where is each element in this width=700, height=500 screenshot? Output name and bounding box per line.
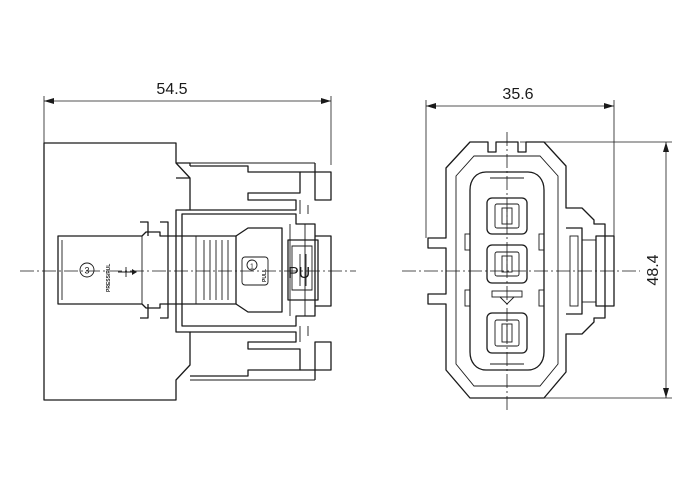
step-one-mark: 1 PULL bbox=[241, 256, 269, 286]
front-nose bbox=[315, 235, 332, 307]
side-view: 54.5 bbox=[20, 81, 356, 401]
terminal-cavity-middle bbox=[486, 244, 528, 284]
terminal-cavity-top bbox=[486, 197, 528, 235]
terminal-mark-text: PU bbox=[288, 265, 310, 282]
side-width-dimension: 54.5 bbox=[43, 81, 332, 165]
front-right-lock bbox=[566, 227, 606, 315]
front-width-dimension: 35.6 bbox=[425, 86, 615, 238]
cavity-side-slots bbox=[464, 233, 545, 307]
side-width-label: 54.5 bbox=[156, 81, 187, 98]
bottom-latch bbox=[190, 331, 301, 377]
step-three-mark: 3 PRESS/PUL bbox=[79, 262, 137, 292]
pull-text: PULL bbox=[262, 269, 268, 282]
terminal-region: PU bbox=[287, 239, 319, 301]
front-inner-outline bbox=[455, 155, 559, 387]
front-width-label: 35.6 bbox=[502, 86, 533, 103]
top-latch bbox=[190, 165, 301, 211]
front-view: 35.6 48.4 bbox=[402, 86, 672, 412]
slider-block bbox=[168, 235, 237, 305]
step-one-number: 1 bbox=[250, 264, 254, 271]
terminal-cavity-bottom bbox=[486, 312, 528, 354]
step-three-number: 3 bbox=[84, 266, 89, 276]
front-height-dimension: 48.4 bbox=[520, 141, 672, 399]
front-cavity-body bbox=[469, 171, 545, 371]
press-pull-lever bbox=[57, 231, 169, 309]
front-height-label: 48.4 bbox=[645, 254, 662, 285]
press-pull-text: PRESS/PUL bbox=[106, 264, 112, 292]
front-shell bbox=[181, 213, 316, 327]
